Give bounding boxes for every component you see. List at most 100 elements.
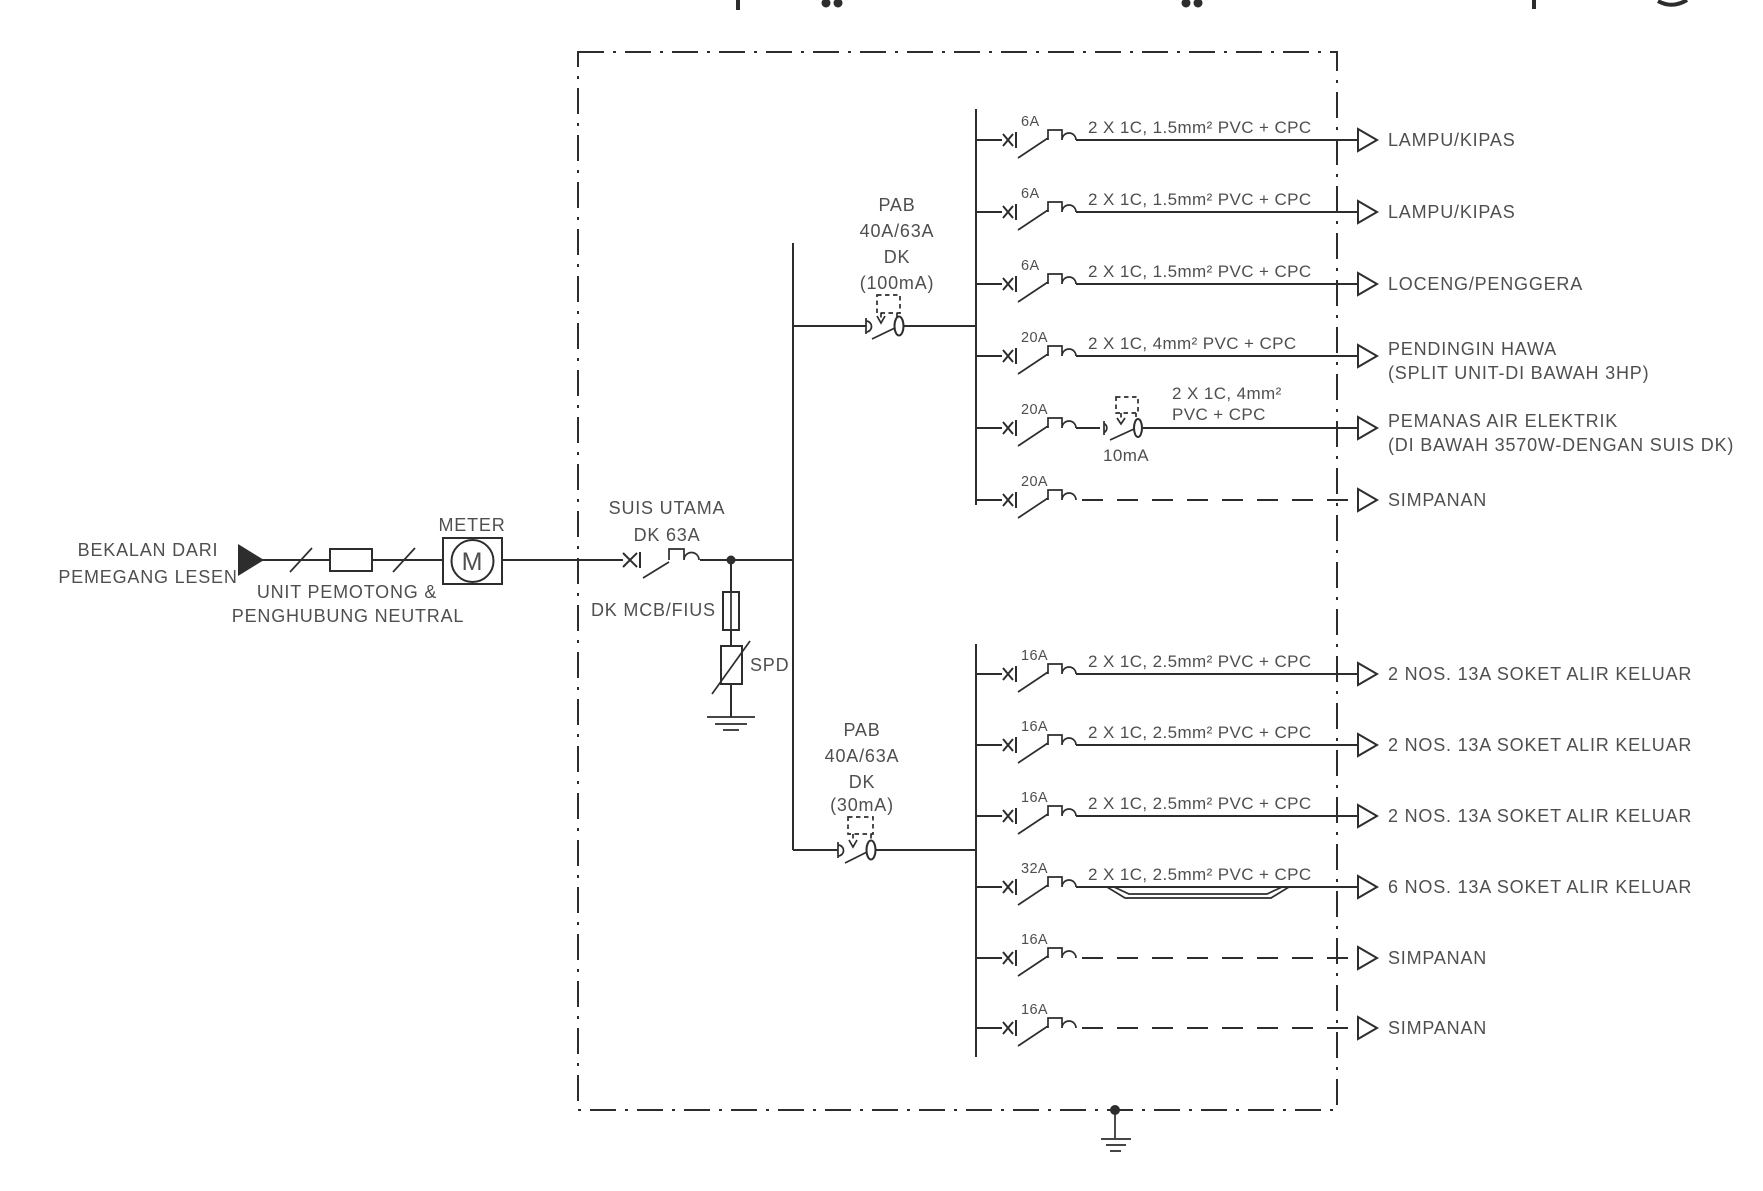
load-label: LAMPU/KIPAS xyxy=(1388,202,1516,222)
trip-arrow-icon xyxy=(1116,417,1126,426)
circuit-row: 6A 2 X 1C, 1.5mm² PVC + CPC LAMPU/KIPAS xyxy=(975,186,1516,231)
load-arrow-icon xyxy=(1357,946,1378,970)
cutout-label: PENGHUBUNG NEUTRAL xyxy=(232,606,464,626)
pab-type: DK xyxy=(849,772,876,792)
rccb-contact xyxy=(837,842,845,858)
circuit-row: 16A SIMPANAN xyxy=(975,1002,1487,1047)
meter-label: METER xyxy=(439,515,506,535)
rccb-coil xyxy=(1133,418,1143,438)
cropped-text-fragment xyxy=(833,0,843,8)
mcb-symbol xyxy=(975,876,1077,906)
load-label: SIMPANAN xyxy=(1388,490,1487,510)
cropped-text-fragment xyxy=(1657,0,1689,7)
cable-spec: 2 X 1C, 2.5mm² PVC + CPC xyxy=(1088,723,1312,742)
ring-circuit-symbol xyxy=(1106,886,1290,899)
supply-label: BEKALAN DARI xyxy=(78,540,219,560)
load-arrow-icon xyxy=(1357,875,1378,899)
load-label: LOCENG/PENGGERA xyxy=(1388,274,1583,294)
mcb-symbol xyxy=(975,345,1077,375)
rccb-blade xyxy=(844,850,870,864)
cropped-text-fragment xyxy=(1532,0,1536,9)
trip-arrow-icon xyxy=(876,315,886,325)
load-sublabel: (DI BAWAH 3570W-DENGAN SUIS DK) xyxy=(1388,435,1734,455)
cropped-text-fragment xyxy=(736,0,740,10)
rccb-coil xyxy=(865,839,877,861)
mcb-symbol xyxy=(975,1017,1077,1047)
energy-meter: M METER xyxy=(439,515,506,585)
pab-rating: 40A/63A xyxy=(860,221,935,241)
breaker-rating: 16A xyxy=(1021,1002,1048,1018)
breaker-rating: 16A xyxy=(1021,932,1048,948)
mcb-symbol xyxy=(975,489,1077,519)
breaker-rating: 6A xyxy=(1021,114,1040,130)
circuit-row: 6A 2 X 1C, 1.5mm² PVC + CPC LAMPU/KIPAS xyxy=(975,114,1516,159)
rccb-test-box xyxy=(1115,396,1139,414)
circuit-row: 16A SIMPANAN xyxy=(975,932,1486,977)
cropped-text-fragment xyxy=(821,0,831,8)
load-label: PEMANAS AIR ELEKTRIK xyxy=(1388,411,1618,431)
circuit-row: 20A SIMPANAN xyxy=(975,474,1487,519)
load-arrow-icon xyxy=(1357,128,1378,152)
pab-upper-rccb: PAB 40A/63A DK (100mA) xyxy=(793,195,976,340)
isolation-slash xyxy=(392,547,416,573)
mcb-symbol xyxy=(975,734,1077,764)
supply-arrow xyxy=(238,544,264,576)
circuit-row: 16A 2 X 1C, 2.5mm² PVC + CPC 2 NOS. 13A … xyxy=(975,719,1692,764)
pab-type: DK xyxy=(884,247,911,267)
main-switch-label: SUIS UTAMA xyxy=(609,498,726,518)
cable-spec: 2 X 1C, 4mm² xyxy=(1172,384,1282,403)
spd-label: SPD xyxy=(750,655,789,675)
main-switch-rating: DK 63A xyxy=(634,525,701,545)
trip-arrow-icon xyxy=(848,839,858,849)
breaker-rating: 16A xyxy=(1021,719,1048,735)
load-arrow-icon xyxy=(1357,804,1378,828)
pab-name: PAB xyxy=(878,195,915,215)
rcd-sensitivity: 10mA xyxy=(1103,446,1149,465)
load-arrow-icon xyxy=(1357,1016,1378,1040)
water-heater-rcd: 10mA xyxy=(1103,396,1149,465)
breaker-rating: 16A xyxy=(1021,648,1048,664)
load-arrow-icon xyxy=(1357,344,1378,368)
mcb-symbol xyxy=(975,417,1077,447)
cropped-text-fragment xyxy=(1181,0,1191,8)
main-earth xyxy=(1101,1105,1131,1152)
rccb-blade xyxy=(871,326,898,340)
load-arrow-icon xyxy=(1357,488,1378,512)
load-label: 2 NOS. 13A SOKET ALIR KELUAR xyxy=(1388,664,1692,684)
cropped-title-fragments xyxy=(736,0,1689,10)
load-label: SIMPANAN xyxy=(1388,1018,1487,1038)
supply-label: PEMEGANG LESEN xyxy=(58,567,237,587)
boundary-dashdot-border xyxy=(577,51,1338,1111)
circuit-row: 10mA 20A 2 X 1C, 4mm² PVC + CPC PEMANAS … xyxy=(975,384,1734,465)
load-label: LAMPU/KIPAS xyxy=(1388,130,1516,150)
load-label: 2 NOS. 13A SOKET ALIR KELUAR xyxy=(1388,735,1692,755)
load-arrow-icon xyxy=(1357,200,1378,224)
cable-spec: 2 X 1C, 2.5mm² PVC + CPC xyxy=(1088,794,1312,813)
meter-symbol: M xyxy=(462,548,483,576)
cutout-fuse xyxy=(329,548,373,572)
breaker-rating: 20A xyxy=(1021,330,1048,346)
circuit-row: 16A 2 X 1C, 2.5mm² PVC + CPC 2 NOS. 13A … xyxy=(975,790,1692,835)
incoming-supply: BEKALAN DARI PEMEGANG LESEN UNIT PEMOTON… xyxy=(58,540,464,626)
load-label: 6 NOS. 13A SOKET ALIR KELUAR xyxy=(1388,877,1692,897)
pab-rating: 40A/63A xyxy=(825,746,900,766)
load-arrow-icon xyxy=(1357,416,1378,440)
rccb-contact xyxy=(865,318,873,334)
pab-lower-rccb: PAB 40A/63A DK (30mA) xyxy=(793,720,976,864)
rccb-test-box xyxy=(876,294,901,314)
rccb-blade xyxy=(1109,428,1135,441)
cropped-text-fragment xyxy=(1193,0,1203,8)
mcb-symbol xyxy=(975,129,1077,159)
load-label: 2 NOS. 13A SOKET ALIR KELUAR xyxy=(1388,806,1692,826)
main-switch: SUIS UTAMA DK 63A xyxy=(609,498,726,579)
breaker-rating: 16A xyxy=(1021,790,1048,806)
cable-spec: 2 X 1C, 1.5mm² PVC + CPC xyxy=(1088,190,1312,209)
cable-spec: PVC + CPC xyxy=(1172,405,1266,424)
load-arrow-icon xyxy=(1357,272,1378,296)
circuit-row: 20A 2 X 1C, 4mm² PVC + CPC PENDINGIN HAW… xyxy=(975,330,1649,383)
pab-name: PAB xyxy=(843,720,880,740)
pab-sensitivity: (30mA) xyxy=(830,795,894,815)
circuit-row: 6A 2 X 1C, 1.5mm² PVC + CPC LOCENG/PENGG… xyxy=(975,258,1583,303)
mcb-symbol xyxy=(975,273,1077,303)
